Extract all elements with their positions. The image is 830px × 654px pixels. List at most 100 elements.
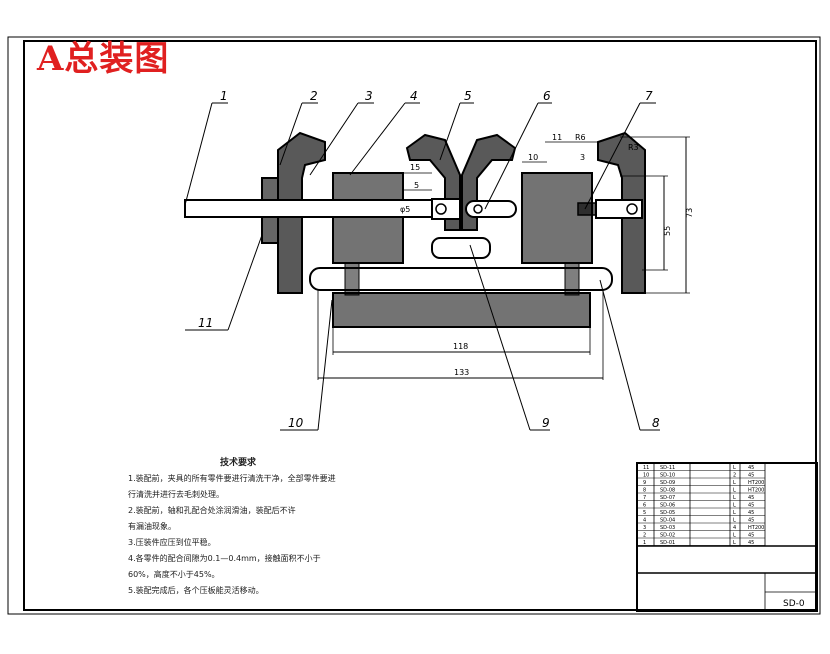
balloon-5: 5 [464,89,472,103]
parts-cell: L [733,465,736,471]
lower-shaft [309,267,613,291]
leader-2 [279,102,303,166]
parts-cell: 6 [643,503,646,509]
leader-10 [317,299,333,431]
dim-r3: R3 [628,143,639,152]
parts-cell: L [733,503,736,509]
dim-15: 15 [410,163,420,172]
dim-phi5: φ5 [400,205,410,214]
title-block [636,462,818,612]
parts-cell: SD-07 [660,495,675,501]
parts-cell: 3 [643,525,646,531]
technical-notes-title: 技术要求 [219,458,256,468]
parts-cell: L [733,533,736,539]
parts-cell: L [733,480,736,486]
parts-cell: 45 [748,510,754,516]
balloon-4: 4 [410,89,418,103]
parts-cell: HT200 [748,480,764,486]
parts-cell: SD-04 [660,518,675,524]
right-jaw [597,131,646,294]
dim-55: 55 [663,226,672,236]
drawing-number: SD-0 [783,599,805,609]
balloon-7: 7 [645,89,653,103]
base-plate [332,292,591,328]
dim-118: 118 [453,342,468,351]
technical-note-line: 行清洗并进行去毛刺处理。 [128,490,224,499]
parts-cell: SD-08 [660,488,675,494]
balloon-10: 10 [288,416,304,430]
inner-border [23,40,817,611]
balloon-9: 9 [542,416,550,430]
dim-r6: R6 [575,133,586,142]
parts-cell: 2 [733,473,736,479]
leader-5 [439,102,461,161]
title-block-frame [636,462,818,612]
link-bottom [431,237,491,259]
parts-cell: 5 [643,510,646,516]
parts-cell: 45 [748,503,754,509]
parts-cell: SD-06 [660,503,675,509]
parts-cell: L [733,518,736,524]
technical-note-line: 60%，高度不小于45%。 [128,570,220,579]
parts-cell: 8 [643,488,646,494]
parts-cell: 4 [733,525,736,531]
parts-cell: 7 [643,495,646,501]
balloon-6: 6 [543,89,551,103]
fixture-assembly-view [184,102,690,431]
left-pin [435,203,447,215]
dim-3: 3 [580,153,585,162]
parts-list-rows [637,470,765,546]
parts-cell: SD-01 [660,540,675,546]
link-left-pin [473,204,483,214]
leader-11 [227,234,263,331]
leader-4 [349,102,406,176]
leader-1 [184,102,213,206]
right-clevis [595,199,643,219]
parts-cell: HT200 [748,525,764,531]
dim-11: 11 [552,133,562,142]
left-bushing [344,262,360,296]
balloon-8: 8 [652,416,660,430]
leader-7 [584,102,641,210]
parts-cell: SD-02 [660,533,675,539]
leader-8 [599,279,641,431]
parts-cell: L [733,488,736,494]
balloon-2: 2 [310,89,318,103]
leader-3 [309,102,359,176]
right-clevis-pin [626,203,638,215]
technical-note-line: 5.装配完成后，各个压板能灵活移动。 [128,586,264,595]
technical-note-line: 3.压装件应压到位平稳。 [128,538,216,547]
parts-cell: 1 [643,540,646,546]
parts-cell: 45 [748,495,754,501]
parts-cell: HT200 [748,488,764,494]
parts-cell: 11 [643,465,649,471]
parts-cell: L [733,495,736,501]
dim-73: 73 [685,208,694,218]
parts-cell: SD-11 [660,465,675,471]
parts-cell: SD-10 [660,473,675,479]
balloon-1: 1 [220,89,228,103]
parts-cell: 45 [748,540,754,546]
technical-note-line: 2.装配前，轴和孔配合处涂润滑油，装配后不许 [128,506,296,515]
technical-note-line: 4.各零件的配合间隙为0.1—0.4mm，接触面积不小于 [128,554,321,563]
leader-6 [484,102,539,210]
parts-cell: 45 [748,533,754,539]
balloon-3: 3 [365,89,373,103]
right-bushing [564,262,580,296]
parts-cell: 10 [643,473,649,479]
parts-cell: 4 [643,518,646,524]
parts-cell: 2 [643,533,646,539]
parts-cell: 45 [748,465,754,471]
parts-cell: SD-03 [660,525,675,531]
technical-note-line: 1.装配前，夹具的所有零件要进行清洗干净，全部零件要进 [128,474,336,483]
parts-cell: 9 [643,480,646,486]
right-block [521,172,593,264]
balloon-11: 11 [198,316,213,330]
technical-note-line: 有漏油现象。 [128,522,176,531]
parts-cell: 45 [748,473,754,479]
dim-5: 5 [414,181,419,190]
drawing-title: A总装图 [37,39,170,79]
outer-border [7,36,821,615]
